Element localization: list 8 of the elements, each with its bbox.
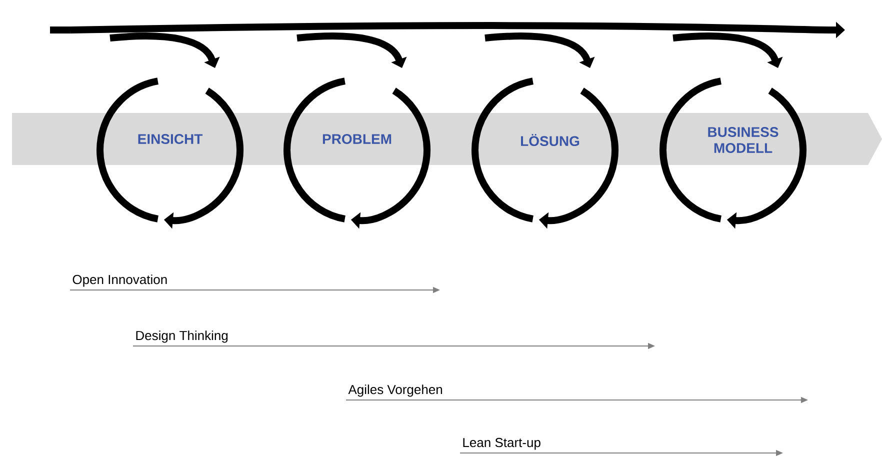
method-label: Open Innovation (72, 274, 167, 287)
stage-label: BUSINESS MODELL (708, 127, 778, 153)
method-label: Design Thinking (136, 330, 228, 343)
method-label: Lean Start-up (463, 438, 540, 450)
stage-label: EINSICHT (138, 134, 203, 144)
method-label: Agiles Vorgehen (348, 384, 442, 397)
stage-label: LÖSUNG (521, 134, 580, 146)
stage-label: PROBLEM (322, 134, 392, 144)
